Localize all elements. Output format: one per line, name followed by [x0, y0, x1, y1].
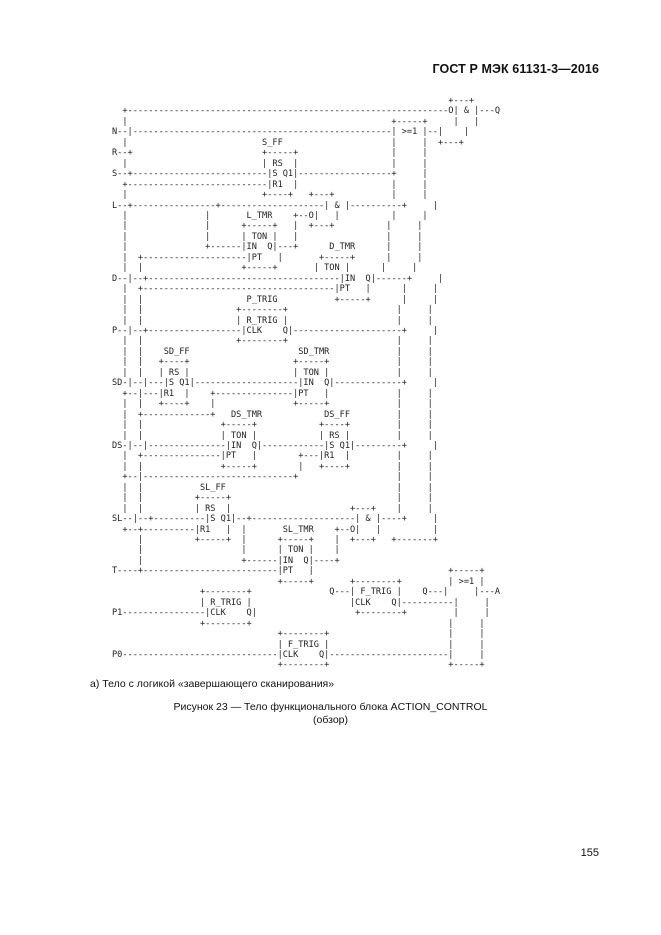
diagram-line: | +-----+ | |	[112, 116, 480, 127]
diagram-line: | | L_TMR +--O| | | |	[112, 210, 428, 221]
diagram-line: DS-|--|---------------|IN Q|------------…	[112, 440, 438, 451]
diagram-line: | | +----+ +-----+ | |	[112, 357, 433, 368]
diagram-line: | | | RS | | TON | | |	[112, 367, 433, 378]
diagram-line: | | +-----+ +----+ | |	[112, 420, 433, 431]
figure-caption: Рисунок 23 — Тело функционального блока …	[150, 701, 511, 727]
diagram-line: +--------+ +-----+	[112, 660, 485, 671]
diagram-line: | | +-----+ | |	[112, 493, 433, 504]
diagram-line: P0------------------------------|CLK Q|-…	[112, 650, 485, 661]
diagram-line: | | | TON | | RS | | |	[112, 430, 433, 441]
diagram-line: | +-----+ | +-----+ | +---+ +-------+	[112, 535, 438, 546]
diagram-line: | | +-----+ | +---+ | |	[112, 221, 423, 232]
diagram-line: +--------+ Q---| F_TRIG | Q---| |---A	[112, 587, 501, 598]
diagram-line: | F_TRIG | | |	[112, 639, 485, 650]
diagram-line: SD-|--|---|S Q1|--------------------|IN …	[112, 378, 438, 389]
diagram-line: | | SL_FF | |	[112, 482, 433, 493]
diagram-line: | | | R_TRIG | | |	[112, 315, 433, 326]
diagram-line: | | +-----+ | +----+ | |	[112, 461, 433, 472]
diagram-line: | S_FF | | +---+	[112, 137, 464, 148]
diagram-line: | | +-----+ | TON | | |	[112, 263, 418, 274]
diagram-line: +--+----------|R1 | | SL_TMR +--O| | |	[112, 524, 438, 535]
diagram-line: | +-------------+ DS_TMR DS_FF | |	[112, 409, 433, 420]
diagram-line: | | +--------+ | |	[112, 336, 433, 347]
diagram-line: | | +----+ | +-----+ | |	[112, 399, 433, 410]
diagram-line: +--------+ | |	[112, 618, 485, 629]
diagram-line: +---------------------------------------…	[112, 106, 501, 117]
diagram-line: | +-------------------------------------…	[112, 284, 438, 295]
diagram-line: | | | RS | +---+ | |	[112, 503, 433, 514]
diagram-line: +---------------------------|R1 | | |	[112, 179, 428, 190]
diagram-line: | | P_TRIG +-----+ | |	[112, 294, 438, 305]
diagram-line: SL--|--+----------|S Q1|--+-------------…	[112, 514, 438, 525]
figure-caption-title: Рисунок 23 — Тело функционального блока …	[173, 701, 488, 713]
figure-caption-subtitle: (обзор)	[313, 714, 348, 726]
diagram-line: | R_TRIG | |CLK Q|----------| |	[112, 597, 490, 608]
diagram-line: +--|-----------------------------+ | |	[112, 472, 433, 483]
diagram-line: N--|------------------------------------…	[112, 127, 469, 138]
diagram-line: | | SD_FF SD_TMR | |	[112, 346, 433, 357]
diagram-line: | | | TON | | | |	[112, 231, 423, 242]
page-number: 155	[580, 847, 599, 859]
diagram-line: +---+	[112, 96, 475, 106]
diagram-line: | | +--------+ | |	[112, 305, 433, 316]
diagram-line: P--|--+------------------|CLK Q|--------…	[112, 325, 438, 336]
diagram-line: | | | TON | |	[112, 545, 340, 556]
diagram-line: | +------|IN Q|----+	[112, 555, 340, 566]
diagram-line: P1----------------|CLK Q| +--------+ | |	[112, 608, 490, 619]
diagram-line: +--------+ | |	[112, 629, 485, 640]
diagram-line: D--|--+---------------------------------…	[112, 273, 444, 284]
diagram-line: | +------|IN Q|---+ D_TMR | |	[112, 242, 423, 253]
diagram-line: R--+ +-----+ | |	[112, 148, 428, 159]
diagram-line: | +----+ +---+ | |	[112, 190, 428, 201]
diagram-line: S--+--------------------------|S Q1|----…	[112, 169, 428, 180]
diagram-line: | +--------------------|PT | +-----+ | |	[112, 252, 423, 263]
diagram-line: +--|---|R1 | +---------------|PT | | |	[112, 388, 433, 399]
diagram-line: T----+--------------------------|PT | +-…	[112, 566, 485, 577]
diagram-line: +-----+ +--------+ | >=1 |	[112, 576, 485, 587]
action-control-ladder-diagram: +---+ +---------------------------------…	[112, 96, 500, 671]
diagram-line: | | RS | | |	[112, 158, 428, 169]
diagram-line: L--+----------------+-------------------…	[112, 200, 438, 211]
subfigure-caption: а) Тело с логикой «завершающего сканиров…	[90, 678, 335, 690]
document-standard-header: ГОСТ Р МЭК 61131-3—2016	[432, 62, 599, 76]
diagram-line: | +---------------|PT | +---|R1 | | |	[112, 451, 433, 462]
